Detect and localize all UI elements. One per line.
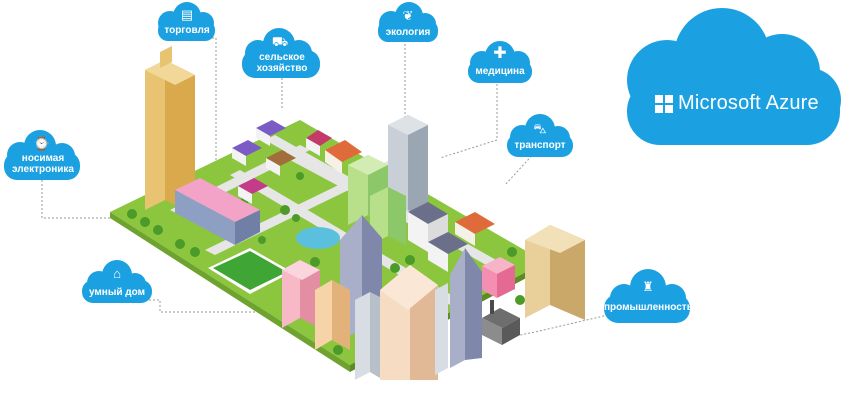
cloud-azure xyxy=(627,8,841,145)
cloud-smart-home xyxy=(82,260,152,303)
small-houses xyxy=(232,120,495,246)
tractor-icon: ⛟ xyxy=(271,34,289,49)
connector-lines xyxy=(41,37,609,339)
factory-icon: ♜ xyxy=(642,279,654,294)
label-agriculture-line1: сельское xyxy=(259,52,305,63)
cloud-medicine xyxy=(468,41,532,83)
cloud-wearables xyxy=(4,130,80,180)
pink-shop xyxy=(482,257,515,298)
cloud-transport xyxy=(507,114,573,157)
main-tower xyxy=(355,265,448,380)
label-ecology: экология xyxy=(385,27,431,38)
green-buildings xyxy=(348,155,406,245)
apartment-blocks xyxy=(282,260,350,350)
car-icon: ⛍ xyxy=(533,121,547,136)
house-icon: ⌂ xyxy=(113,266,121,281)
factory-building xyxy=(482,300,520,345)
cloud-trade xyxy=(158,2,215,41)
cloud-ecology xyxy=(378,2,438,42)
shopping-mall xyxy=(175,178,260,245)
white-houses xyxy=(408,202,468,272)
plus-icon: ✚ xyxy=(493,45,507,62)
leaf-icon: ❦ xyxy=(402,8,414,23)
cash-register-icon: ▤ xyxy=(180,7,194,22)
label-smart-home: умный дом xyxy=(88,287,146,298)
label-wearables-line2: электроника xyxy=(12,164,74,175)
label-transport: транспорт xyxy=(514,140,566,151)
label-industry: промышленность xyxy=(604,302,693,313)
cloud-industry xyxy=(604,269,690,323)
skyscraper-yellow xyxy=(145,46,195,215)
label-agriculture-line2: хозяйство xyxy=(256,63,308,74)
label-trade: торговля xyxy=(164,25,210,36)
windows-logo-icon xyxy=(655,95,673,113)
cloud-agriculture xyxy=(242,28,320,78)
tan-building xyxy=(525,225,585,320)
brand-name: Microsoft Azure xyxy=(678,92,819,114)
category-clouds xyxy=(4,2,841,323)
wearable-icon: ⌚ xyxy=(33,136,51,151)
label-wearables-line1: носимая xyxy=(21,153,65,164)
label-medicine: медицина xyxy=(475,66,525,77)
office-tower-gray xyxy=(388,115,428,220)
